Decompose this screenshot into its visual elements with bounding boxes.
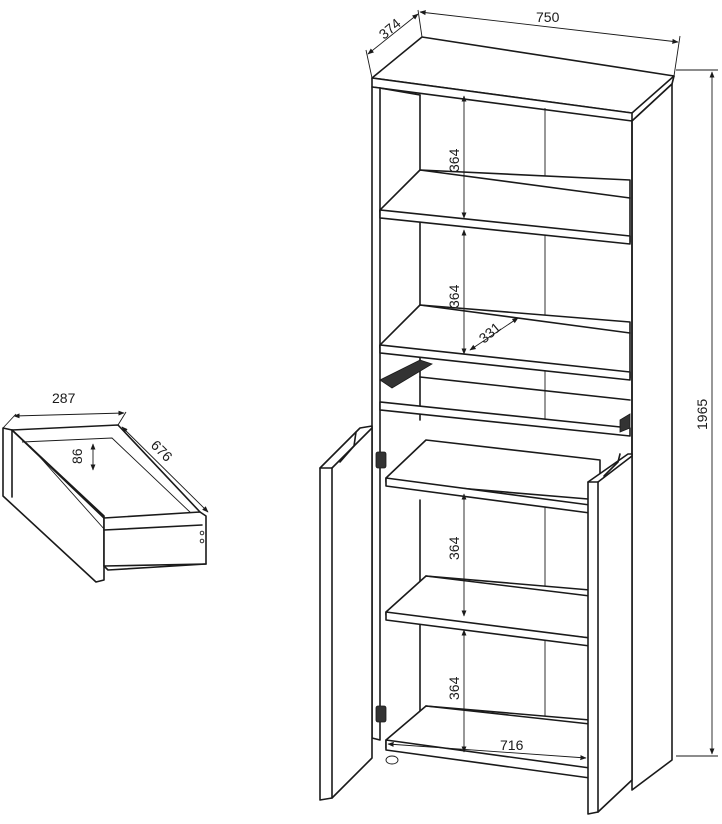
depth-dim-line [367,13,419,55]
shelf-gap-4-label: 364 [446,676,462,700]
left-door [319,425,373,801]
hinge-upper-icon [375,451,387,469]
width-dim-line [419,10,679,44]
cabinet-right-side [631,83,673,791]
shelf-gap-1-label: 364 [446,148,462,172]
drawer-slide-left [379,359,433,389]
drawer-height-label: 86 [69,448,85,464]
drawer-width-label: 287 [52,390,76,406]
inner-width-label: 716 [500,737,524,753]
shelf-depth-dim-line [469,317,519,351]
drawer-slide-right [619,413,631,433]
drawer-side-panel [103,511,207,571]
shelf-gap-2-label: 364 [446,284,462,308]
left-door-handle [339,431,357,463]
drawer-depth-dim-line [121,426,209,513]
cabinet-width-label: 750 [536,9,560,25]
cabinet-depth-label: 374 [376,15,404,42]
shelf-2 [379,344,631,381]
hinge-lower-icon [375,705,387,723]
middle-shelf [379,401,631,437]
drawer-left-rim [11,429,105,519]
right-door-handle [603,453,621,477]
drawer-width-dim-line [13,410,125,419]
inner-width-dim-line [387,741,587,761]
right-door [587,453,633,815]
shelf-gap-3-label: 364 [446,536,462,560]
cabinet: 374 750 1965 364 364 364 364 331 716 [319,9,718,815]
drawer-front-panel [2,427,105,583]
cabinet-height-label: 1965 [694,399,710,430]
cabinet-left-side [371,86,381,741]
drawer: 287 86 676 [2,390,209,583]
